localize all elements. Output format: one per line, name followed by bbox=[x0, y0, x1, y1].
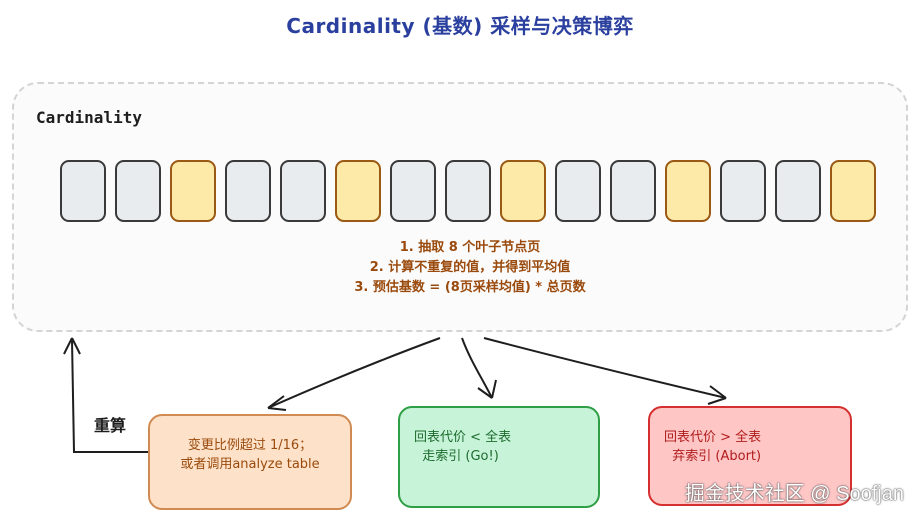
watermark: 掘金技术社区 @ Soofjan bbox=[684, 483, 904, 505]
step-1: 1. 抽取 8 个叶子节点页 bbox=[399, 240, 541, 255]
recompute-line-1: 变更比例超过 1/16； bbox=[187, 438, 313, 453]
leaf-page bbox=[555, 160, 601, 222]
arrowhead-abort bbox=[707, 385, 727, 405]
arrow-recompute-feedback bbox=[71, 339, 148, 453]
sampled-leaf-page bbox=[500, 160, 546, 222]
abort-box: 回表代价 > 全表 弃索引 (Abort) bbox=[648, 406, 852, 506]
leaf-page bbox=[280, 160, 326, 222]
leaf-page-row bbox=[60, 160, 880, 224]
leaf-page bbox=[445, 160, 491, 222]
arrow-to-recompute bbox=[267, 337, 441, 409]
sampled-leaf-page bbox=[665, 160, 711, 222]
recompute-box: 变更比例超过 1/16； 或者调用analyze table bbox=[148, 414, 352, 510]
sampled-leaf-page bbox=[335, 160, 381, 222]
leaf-page bbox=[720, 160, 766, 222]
go-line-2: 走索引 (Go!) bbox=[414, 449, 499, 464]
diagram-title: Cardinality (基数) 采样与决策博弈 bbox=[286, 14, 634, 38]
leaf-page bbox=[225, 160, 271, 222]
recompute-label: 重算 bbox=[94, 416, 127, 435]
leaf-page bbox=[390, 160, 436, 222]
go-line-1: 回表代价 < 全表 bbox=[414, 430, 512, 445]
arrowhead-recompute bbox=[267, 395, 287, 411]
sampling-steps: 1. 抽取 8 个叶子节点页 2. 计算不重复的值，并得到平均值 3. 预估基数… bbox=[320, 238, 620, 298]
step-3: 3. 预估基数 = (8页采样均值) * 总页数 bbox=[354, 280, 586, 295]
abort-line-2: 弃索引 (Abort) bbox=[664, 449, 762, 464]
arrow-to-abort bbox=[483, 337, 727, 399]
abort-line-1: 回表代价 > 全表 bbox=[664, 430, 762, 445]
leaf-page bbox=[60, 160, 106, 222]
leaf-page bbox=[610, 160, 656, 222]
sampled-leaf-page bbox=[170, 160, 216, 222]
leaf-page bbox=[775, 160, 821, 222]
arrow-to-go bbox=[461, 337, 493, 399]
step-2: 2. 计算不重复的值，并得到平均值 bbox=[369, 260, 571, 275]
arrowhead-feedback bbox=[63, 337, 81, 355]
panel-label: Cardinality bbox=[36, 108, 142, 127]
arrowhead-go bbox=[477, 379, 497, 399]
recompute-line-2: 或者调用analyze table bbox=[180, 457, 320, 472]
sampled-leaf-page bbox=[830, 160, 876, 222]
go-box: 回表代价 < 全表 走索引 (Go!) bbox=[398, 406, 600, 508]
leaf-page bbox=[115, 160, 161, 222]
